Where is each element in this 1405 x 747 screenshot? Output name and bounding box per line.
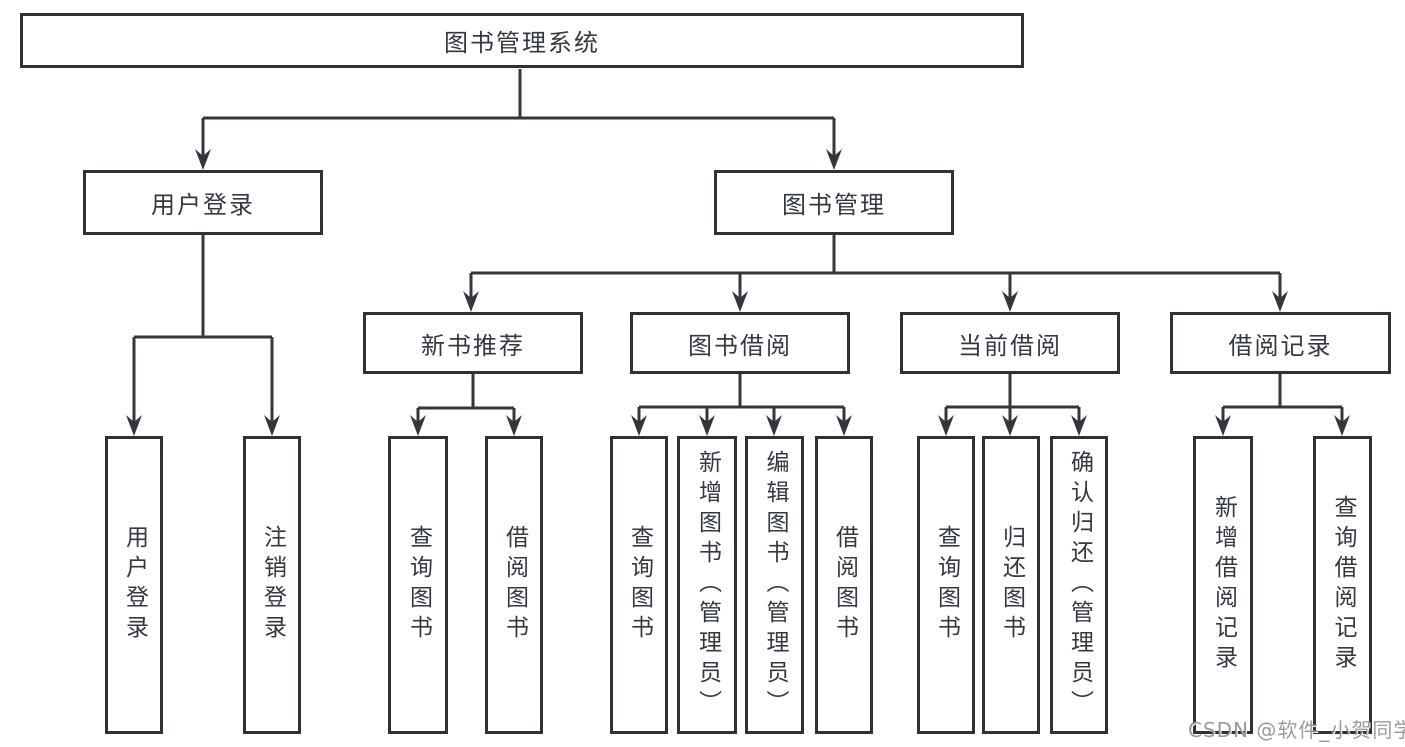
node-label: 用户登录 <box>151 191 255 219</box>
node-user-login: 用户登录 <box>83 170 323 235</box>
node-leaf-query-books-recommend: 查询图书 <box>388 436 448 734</box>
node-label: 借阅记录 <box>1228 331 1333 360</box>
connector-new-book-recommend-children <box>410 374 522 436</box>
node-label: 查询借阅记录 <box>1330 495 1356 675</box>
node-label: 查询图书 <box>626 525 653 645</box>
node-label: 用户登录 <box>121 525 148 645</box>
node-borrow-records: 借阅记录 <box>1170 312 1391 374</box>
node-label: 查询图书 <box>405 525 432 645</box>
connector-borrow-records-children <box>1215 374 1350 436</box>
node-label: 当前借阅 <box>958 331 1062 360</box>
node-leaf-add-books-admin: 新增图书（管理员） <box>677 436 737 734</box>
node-leaf-user-login: 用户登录 <box>105 436 163 734</box>
node-label: 借阅图书 <box>831 525 858 645</box>
node-label: 编辑图书（管理员） <box>762 450 788 720</box>
connector-user-login-children <box>126 235 280 436</box>
node-library-management-system: 图书管理系统 <box>20 13 1024 68</box>
node-book-management: 图书管理 <box>714 170 954 235</box>
node-leaf-logout: 注销登录 <box>243 436 301 734</box>
node-label: 图书借阅 <box>688 331 792 360</box>
node-label: 图书管理 <box>782 191 886 219</box>
node-leaf-query-books-borrow: 查询图书 <box>610 436 668 734</box>
node-book-borrow: 图书借阅 <box>630 312 850 374</box>
node-leaf-borrow-books: 借阅图书 <box>815 436 873 734</box>
connector-current-borrow-children <box>938 374 1087 436</box>
node-leaf-borrow-books-recommend: 借阅图书 <box>485 436 543 734</box>
connector-book-borrow-children <box>631 374 852 436</box>
node-label: 借阅图书 <box>501 525 528 645</box>
node-label: 归还图书 <box>998 525 1025 645</box>
node-label: 图书管理系统 <box>444 29 600 57</box>
node-leaf-confirm-return-admin: 确认归还（管理员） <box>1050 436 1108 734</box>
node-leaf-query-books-current: 查询图书 <box>917 436 975 734</box>
node-label: 确认归还（管理员） <box>1066 450 1093 720</box>
node-leaf-add-borrow-record: 新增借阅记录 <box>1193 436 1253 734</box>
node-leaf-return-books: 归还图书 <box>982 436 1040 734</box>
node-leaf-edit-books-admin: 编辑图书（管理员） <box>745 436 804 734</box>
connector-book-management-to-level3 <box>463 235 1288 312</box>
node-label: 新增图书（管理员） <box>694 450 721 720</box>
node-label: 新增借阅记录 <box>1210 495 1237 675</box>
node-leaf-query-borrow-record: 查询借阅记录 <box>1313 436 1372 734</box>
node-new-book-recommend: 新书推荐 <box>363 312 583 374</box>
connector-root-to-level2 <box>195 69 842 170</box>
node-label: 新书推荐 <box>421 331 525 360</box>
csdn-watermark: CSDN @软件_小贺同学 <box>1188 718 1405 742</box>
node-label: 注销登录 <box>259 525 286 645</box>
node-label: 查询图书 <box>933 525 960 645</box>
node-current-borrow: 当前借阅 <box>900 312 1120 374</box>
